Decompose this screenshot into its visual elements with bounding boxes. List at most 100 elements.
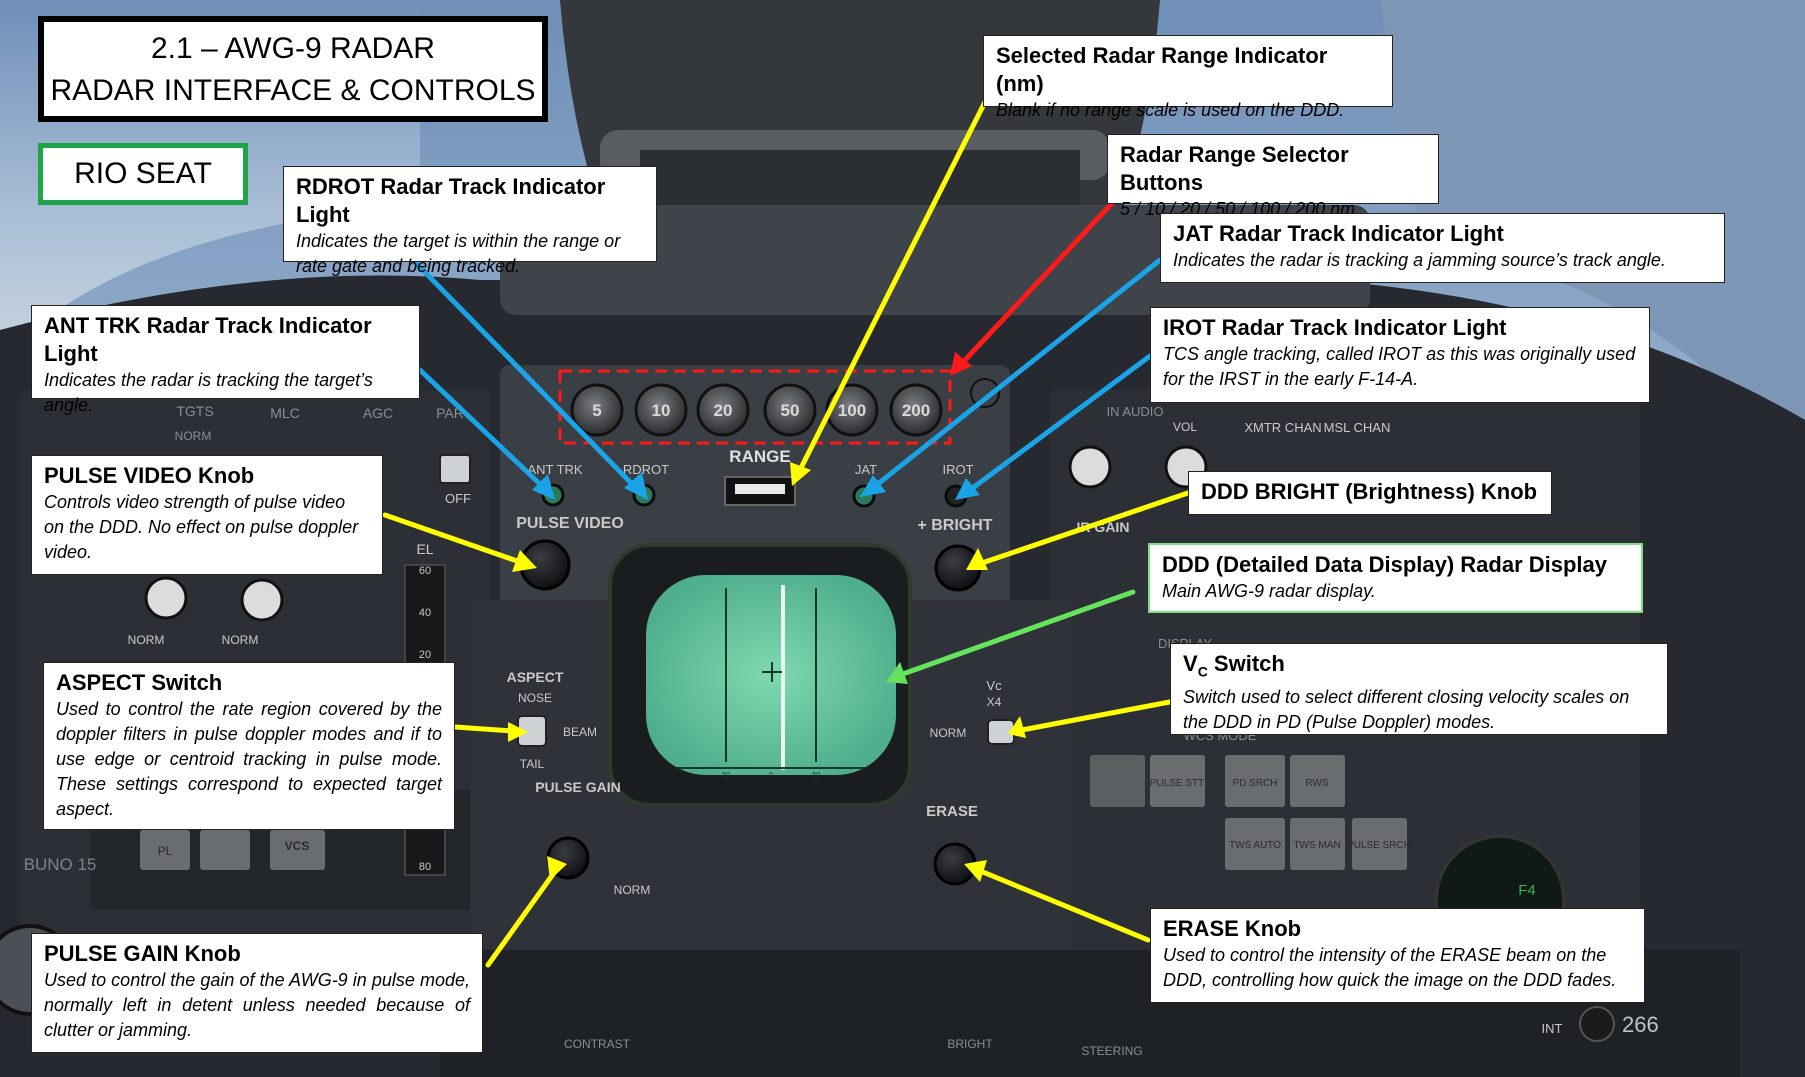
wcs-pd-srch-button[interactable]: [1225, 755, 1285, 807]
pulse-gain-norm-label: NORM: [614, 883, 651, 897]
norm-left-1: NORM: [128, 633, 165, 647]
callout-aspect-title: ASPECT Switch: [56, 670, 223, 695]
norm-left-2: NORM: [222, 633, 259, 647]
tail-label: TAIL: [520, 757, 545, 771]
left-knob-2[interactable]: [240, 578, 284, 622]
arrow-aspect: [452, 724, 515, 734]
wcs-tws-auto-button[interactable]: [1225, 818, 1285, 870]
wcs-pulse-stt-label: PULSE STT: [1150, 778, 1204, 789]
vc-label: Vc: [986, 678, 1002, 693]
callout-ddd-desc: Main AWG-9 radar display.: [1162, 581, 1376, 601]
vcs-button[interactable]: [270, 830, 325, 870]
ir-gain-label: IR GAIN: [1077, 519, 1130, 535]
range-button-200[interactable]: 200: [902, 401, 930, 420]
seat-label-box: RIO SEAT: [38, 143, 248, 205]
callout-selected-range-desc: Blank if no range scale is used on the D…: [996, 100, 1345, 120]
pulse-gain-label: PULSE GAIN: [535, 779, 621, 795]
range-button-10[interactable]: 10: [652, 401, 671, 420]
in-audio-label: IN AUDIO: [1106, 404, 1163, 419]
range-button-5[interactable]: 5: [592, 401, 601, 420]
agc-label: AGC: [363, 405, 393, 421]
off-toggle[interactable]: [439, 454, 471, 484]
callout-irot: IROT Radar Track Indicator Light TCS ang…: [1150, 307, 1650, 403]
callout-range-buttons: Radar Range Selector Buttons 5 / 10 / 20…: [1107, 134, 1439, 219]
arrow-rdrot: [412, 259, 638, 490]
f4-label: F4: [1518, 882, 1536, 899]
wcs-tws-auto-label: TWS AUTO: [1229, 840, 1281, 851]
bright-bottom-label: BRIGHT: [947, 1037, 993, 1051]
vol-label: VOL: [1173, 420, 1197, 434]
callout-rdrot-desc: Indicates the target is within the range…: [296, 231, 621, 276]
range-button-20[interactable]: 20: [714, 401, 733, 420]
arrow-pulse-gain: [485, 867, 559, 968]
el-scale-40: 40: [419, 607, 431, 619]
range-button-50[interactable]: 50: [781, 401, 800, 420]
ant-trk-label: ANT TRK: [527, 462, 582, 477]
pl-button[interactable]: [140, 830, 190, 870]
range-button-100[interactable]: 100: [838, 401, 866, 420]
range-buttons-highlight: [558, 369, 952, 445]
callout-arrows: [382, 99, 1191, 968]
audio-knob[interactable]: [1068, 445, 1112, 489]
contrast-label: CONTRAST: [564, 1037, 631, 1051]
callout-erase: ERASE Knob Used to control the intensity…: [1150, 908, 1645, 1003]
int-label: INT: [1542, 1021, 1563, 1036]
seat-label: RIO SEAT: [74, 157, 212, 190]
callout-rdrot-title: RDROT Radar Track Indicator Light: [296, 174, 606, 227]
tgts-label: TGTS: [176, 403, 213, 419]
callout-jat-desc: Indicates the radar is tracking a jammin…: [1173, 250, 1666, 270]
vc-norm-label: NORM: [930, 726, 967, 740]
wcs-tws-man-label: TWS MAN: [1293, 840, 1340, 851]
callout-vc-title-sub: C: [1197, 663, 1208, 680]
left-knob-1[interactable]: [144, 576, 188, 620]
arrow-vc: [1019, 697, 1183, 733]
wcs-rws-button[interactable]: [1290, 755, 1345, 807]
bright-label: + BRIGHT: [917, 517, 992, 534]
x4-label: X4: [987, 695, 1002, 709]
callout-selected-range-title: Selected Radar Range Indicator (nm): [996, 43, 1328, 96]
rdrot-label: RDROT: [623, 462, 669, 477]
callout-pulse-gain-desc: Used to control the gain of the AWG-9 in…: [44, 970, 470, 1040]
callout-erase-title: ERASE Knob: [1163, 916, 1302, 941]
page-title-line-2: RADAR INTERFACE & CONTROLS: [50, 74, 536, 107]
callout-jat: JAT Radar Track Indicator Light Indicate…: [1160, 213, 1725, 283]
norm-top-label: NORM: [175, 429, 212, 443]
wcs-pd-srch-label: PD SRCH: [1232, 778, 1277, 789]
arrow-jat: [871, 257, 1163, 490]
irot-label: IROT: [942, 462, 973, 477]
callout-vc-title: VC Switch: [1183, 650, 1655, 685]
callout-aspect-desc: Used to control the rate region covered …: [56, 699, 442, 819]
arrow-pulse-video: [382, 512, 523, 565]
range-label: RANGE: [729, 447, 790, 466]
range-buttons-group: 5 10 20 50 100 200: [558, 369, 1000, 445]
callout-pulse-video: PULSE VIDEO Knob Controls video strength…: [31, 455, 383, 575]
callout-pulse-video-title: PULSE VIDEO Knob: [44, 463, 255, 488]
blank-button[interactable]: [200, 830, 250, 870]
callout-irot-title: IROT Radar Track Indicator Light: [1163, 315, 1507, 340]
ddd-scale-center: 0: [769, 771, 774, 780]
wcs-pulse-stt-button[interactable]: [1150, 755, 1205, 807]
ddd-scale-right: 30: [812, 771, 821, 780]
callout-ddd-bright-title: DDD BRIGHT (Brightness) Knob: [1201, 479, 1538, 504]
el-scale-20: 20: [419, 649, 431, 661]
wcs-pulse-srch-button[interactable]: [1352, 818, 1407, 870]
callout-ant-trk-desc: Indicates the radar is tracking the targ…: [44, 370, 373, 415]
callout-aspect: ASPECT Switch Used to control the rate r…: [43, 662, 455, 830]
arrow-ddd-bright: [979, 490, 1191, 566]
ddd-display: 30 0 30: [646, 575, 896, 780]
xmtr-chan-label: XMTR CHAN: [1244, 420, 1321, 435]
wcs-tws-man-button[interactable]: [1290, 818, 1345, 870]
wcs-blank-button[interactable]: [1090, 755, 1145, 807]
callout-vc-title-main: V: [1183, 651, 1198, 676]
callout-ddd-title: DDD (Detailed Data Display) Radar Displa…: [1162, 552, 1608, 577]
pl-label: PL: [158, 844, 173, 858]
int-knob[interactable]: [1579, 1006, 1615, 1042]
arrow-range-buttons: [962, 197, 1118, 363]
callout-pulse-video-desc: Controls video strength of pulse video o…: [44, 492, 359, 562]
callout-pulse-gain-title: PULSE GAIN Knob: [44, 941, 241, 966]
erase-label: ERASE: [926, 803, 978, 820]
nose-label: NOSE: [518, 691, 552, 705]
page-title-line-1: 2.1 – AWG-9 RADAR: [151, 32, 435, 65]
pulse-video-label: PULSE VIDEO: [516, 515, 624, 532]
callout-jat-title: JAT Radar Track Indicator Light: [1173, 221, 1504, 246]
